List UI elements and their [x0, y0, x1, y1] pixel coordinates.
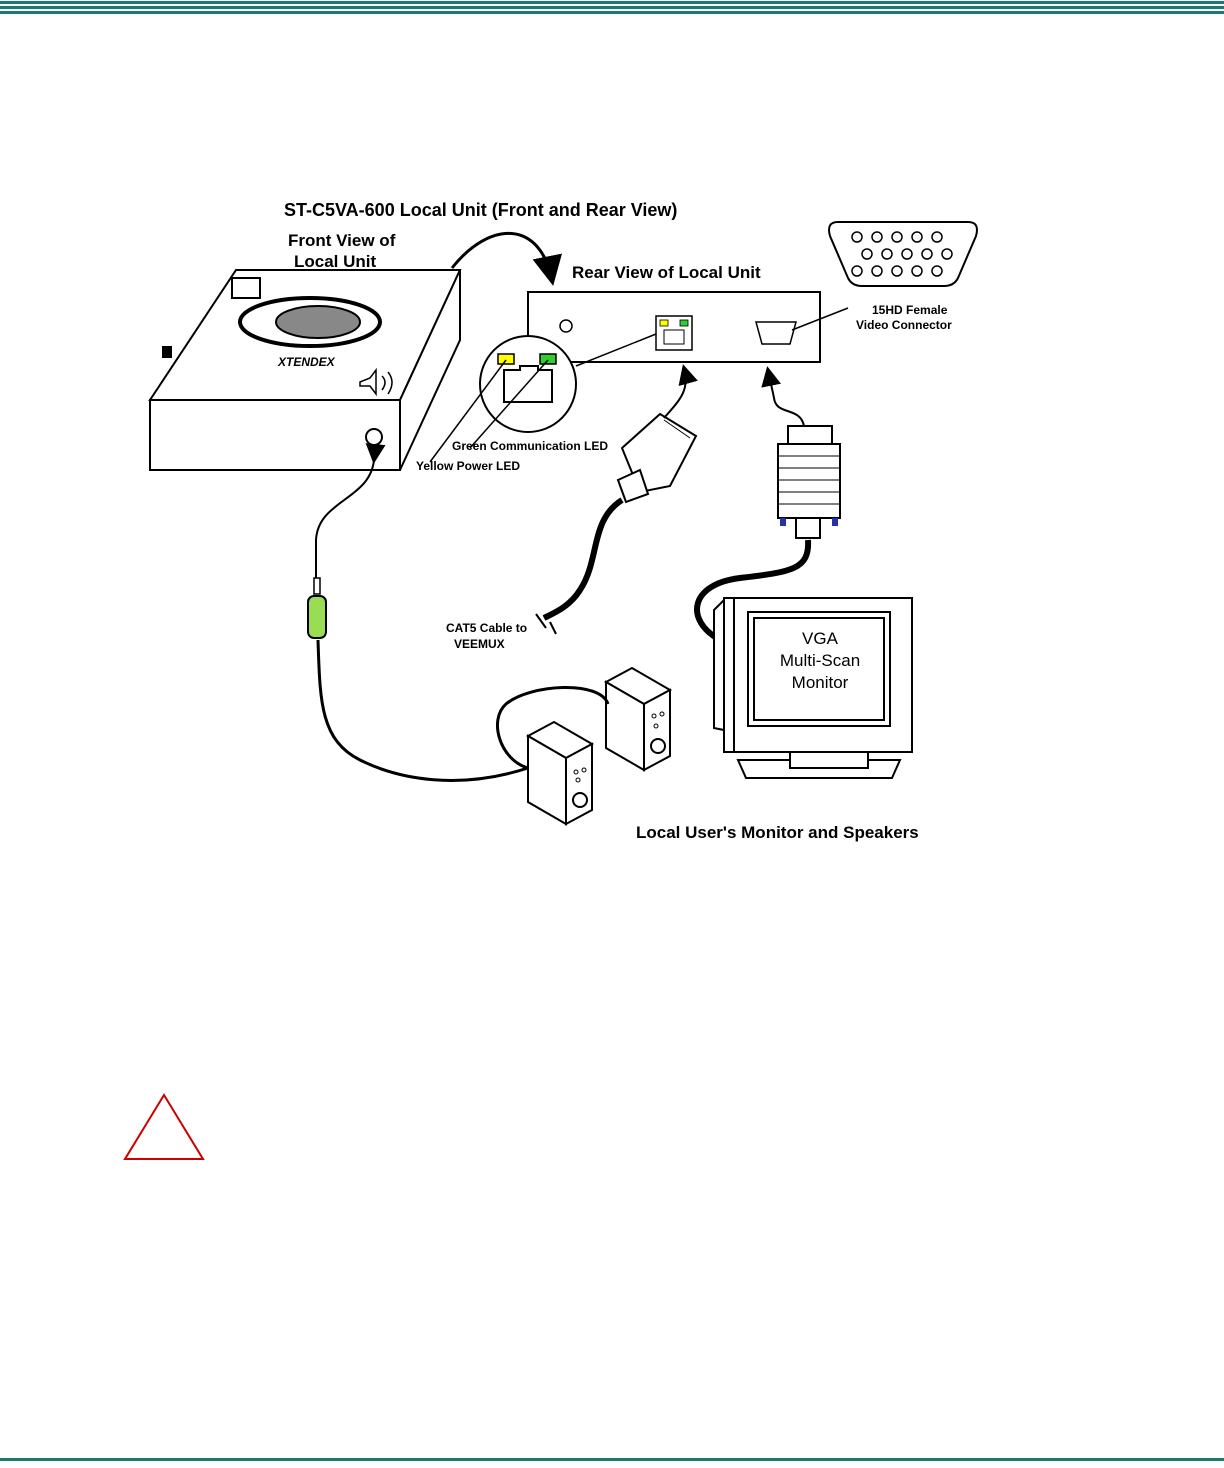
audio-plug [307, 577, 327, 639]
speaker-left [525, 720, 595, 826]
monitor-screen-line-1: VGA [802, 629, 839, 648]
vga-connector-illustration [828, 221, 978, 287]
speaker-right [603, 666, 673, 772]
caution-triangle-icon [123, 1093, 205, 1160]
header-rule [0, 0, 1224, 16]
monitor-screen-line-3: Monitor [792, 673, 849, 692]
footer-rule [0, 1452, 1224, 1468]
video-connector-label-2: Video Connector [856, 318, 952, 332]
diagram-title: ST-C5VA-600 Local Unit (Front and Rear V… [284, 200, 677, 220]
speaker-icon [359, 367, 377, 397]
rj45-plug [616, 412, 698, 504]
rear-local-unit [527, 291, 821, 363]
vga-monitor: VGA Multi-Scan Monitor [713, 597, 913, 779]
front-view-label-1: Front View of [288, 231, 396, 250]
video-connector-label-1: 15HD Female [872, 303, 948, 317]
cat5-label-1: CAT5 Cable to [446, 621, 527, 635]
rear-view-label: Rear View of Local Unit [572, 263, 761, 282]
rj45-zoom [479, 335, 577, 433]
front-brand: XTENDEX [277, 355, 336, 369]
monitor-screen-line-2: Multi-Scan [780, 651, 860, 670]
front-local-unit: XTENDEX [148, 269, 462, 471]
cat5-label-2: VEEMUX [454, 637, 505, 651]
yellow-led-label: Yellow Power LED [416, 459, 520, 473]
bottom-label: Local User's Monitor and Speakers [636, 823, 919, 842]
vga-plug [777, 425, 841, 539]
green-led-label: Green Communication LED [452, 439, 608, 453]
front-view-label-2: Local Unit [294, 252, 377, 271]
